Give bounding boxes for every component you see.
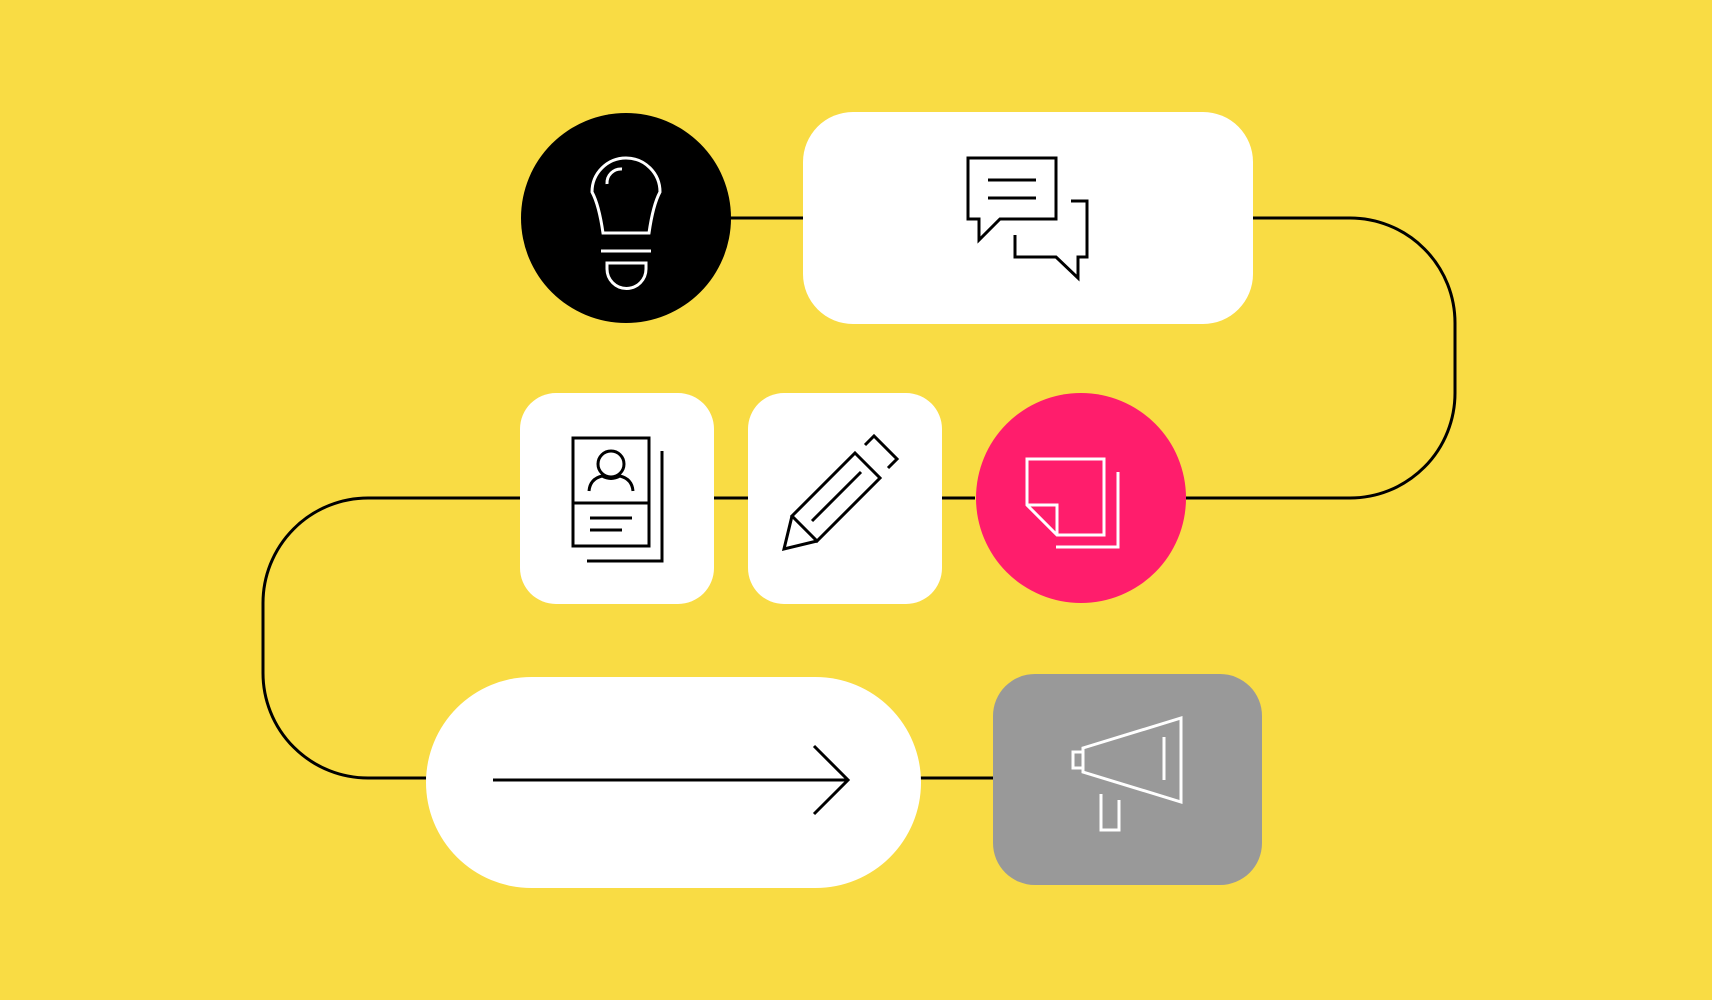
step-proceed <box>426 677 921 888</box>
draft-node <box>976 393 1186 603</box>
connector-lines <box>261 216 1457 780</box>
profile-document-icon <box>571 436 664 563</box>
step-announce <box>993 674 1262 885</box>
step-draft <box>976 393 1186 603</box>
pencil-icon <box>781 433 900 552</box>
proceed-node <box>426 677 921 888</box>
megaphone-icon <box>1071 715 1183 832</box>
step-profile <box>520 393 714 604</box>
step-discuss <box>803 112 1253 324</box>
lightbulb-icon <box>590 156 662 290</box>
announce-node <box>993 674 1262 885</box>
sticky-notes-icon <box>1025 457 1120 549</box>
profile-node <box>520 393 714 604</box>
idea-node <box>521 113 731 323</box>
step-idea <box>521 113 731 323</box>
connector-discuss-draft <box>1186 216 1457 500</box>
connector-profile-proceed <box>261 496 521 780</box>
write-node <box>748 393 942 604</box>
chat-bubbles-icon <box>966 156 1089 282</box>
arrow-right-icon <box>493 744 851 816</box>
step-write <box>748 393 942 604</box>
